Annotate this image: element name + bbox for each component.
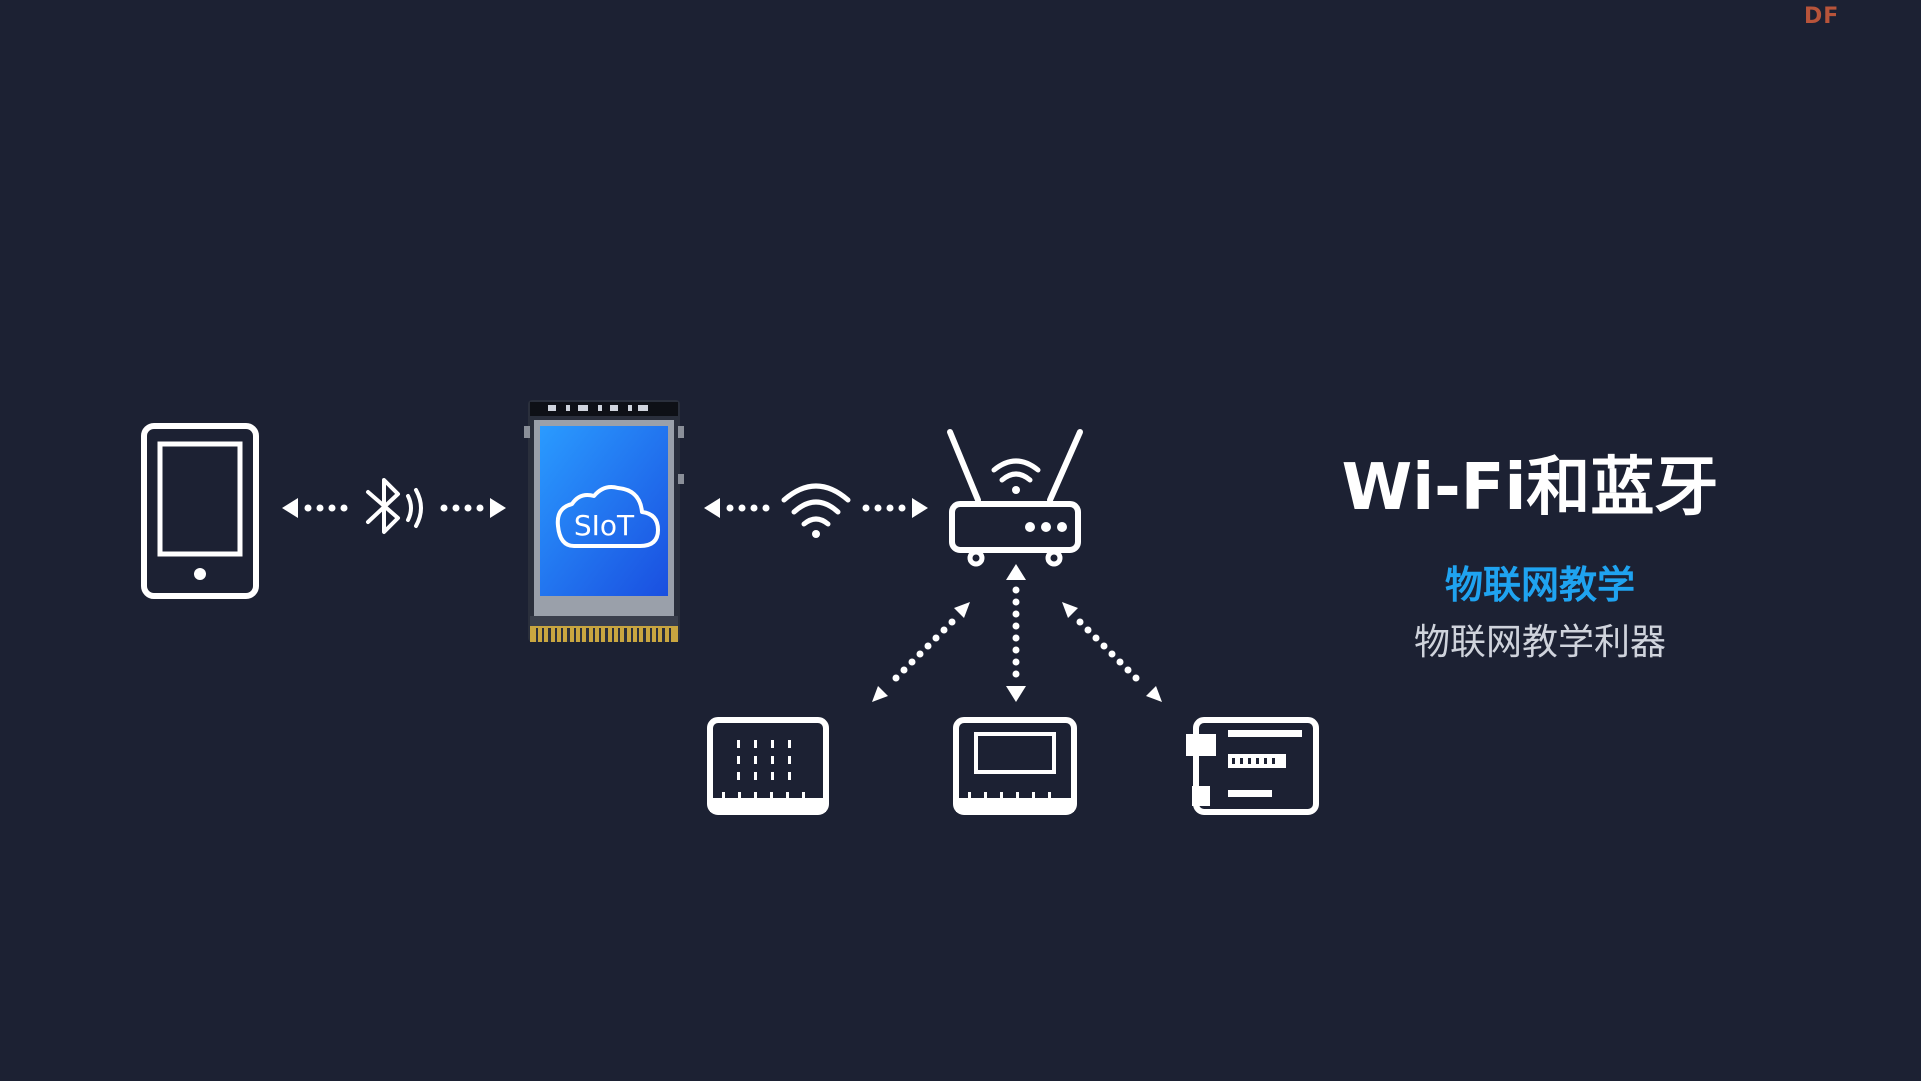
led-matrix-board-icon	[707, 717, 829, 815]
watermark-logo: DF	[1804, 4, 1840, 29]
controller-board-icon	[1186, 717, 1319, 815]
smartphone-icon	[141, 423, 259, 599]
display-board-icon	[953, 717, 1077, 815]
router-device-links	[872, 564, 1162, 702]
board-screen-label: SIoT	[574, 509, 635, 542]
subtitle: 物联网教学	[1444, 563, 1635, 607]
router-icon	[947, 429, 1083, 567]
bluetooth-icon	[366, 478, 423, 534]
bluetooth-link	[282, 498, 506, 518]
wifi-icon	[781, 483, 851, 538]
wifi-link	[704, 498, 928, 518]
tagline: 物联网教学利器	[1413, 622, 1666, 663]
cloud-icon	[555, 485, 660, 548]
page-title: Wi-Fi和蓝牙	[1341, 451, 1719, 525]
